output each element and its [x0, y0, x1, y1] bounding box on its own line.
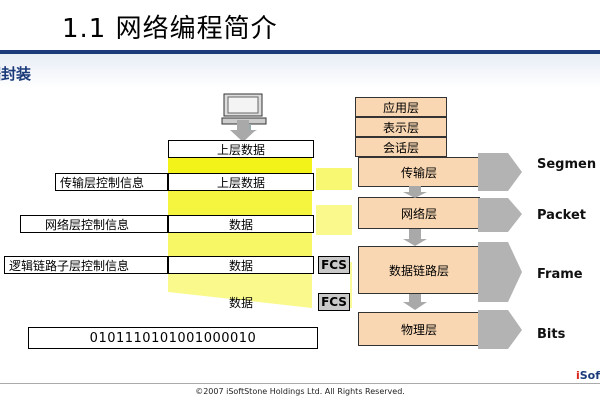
- layer-network: 网络层: [358, 197, 480, 229]
- network-control-box: 网络层控制信息: [20, 215, 168, 233]
- pdu-arrows: [478, 153, 522, 349]
- datalink-data-box: 数据: [168, 256, 314, 274]
- copyright: ©2007 iSoftStone Holdings Ltd. All Right…: [195, 387, 405, 396]
- datalink-control-box: 逻辑链路子层控制信息: [4, 256, 168, 274]
- upper-data-box: 上层数据: [168, 140, 314, 158]
- header-rule: [0, 50, 600, 54]
- page-title: 1.1 网络编程简介: [62, 14, 278, 44]
- layer-physical: 物理层: [358, 312, 480, 346]
- footer-rule: [0, 383, 600, 384]
- fcs-box: FCS: [318, 256, 350, 274]
- company-logo: iSof: [575, 369, 600, 382]
- layer-datalink: 数据链路层: [358, 246, 480, 294]
- network-data-box: 数据: [168, 215, 314, 233]
- pdu-label-bits: Bits: [537, 327, 566, 342]
- bitstream-box: 0101110101001000010: [28, 327, 318, 349]
- transport-data-box: 上层数据: [168, 173, 314, 191]
- layer-transport: 传输层: [358, 157, 480, 187]
- pdu-label-packet: Packet: [537, 208, 586, 223]
- header-band: [0, 54, 600, 88]
- transport-control-box: 传输层控制信息: [55, 173, 168, 191]
- physical-data-box: 数据: [228, 295, 253, 310]
- section-subtitle: 据封装: [0, 65, 32, 83]
- fcs-box-2: FCS: [318, 293, 350, 311]
- pdu-label-segment: Segmen: [537, 157, 597, 172]
- layer-down-arrows: [403, 186, 427, 310]
- layer-application: 应用层: [355, 97, 447, 117]
- layer-presentation: 表示层: [355, 117, 447, 137]
- pdu-label-frame: Frame: [537, 267, 583, 282]
- down-arrow-icon: [230, 120, 256, 142]
- layer-session: 会话层: [355, 137, 447, 157]
